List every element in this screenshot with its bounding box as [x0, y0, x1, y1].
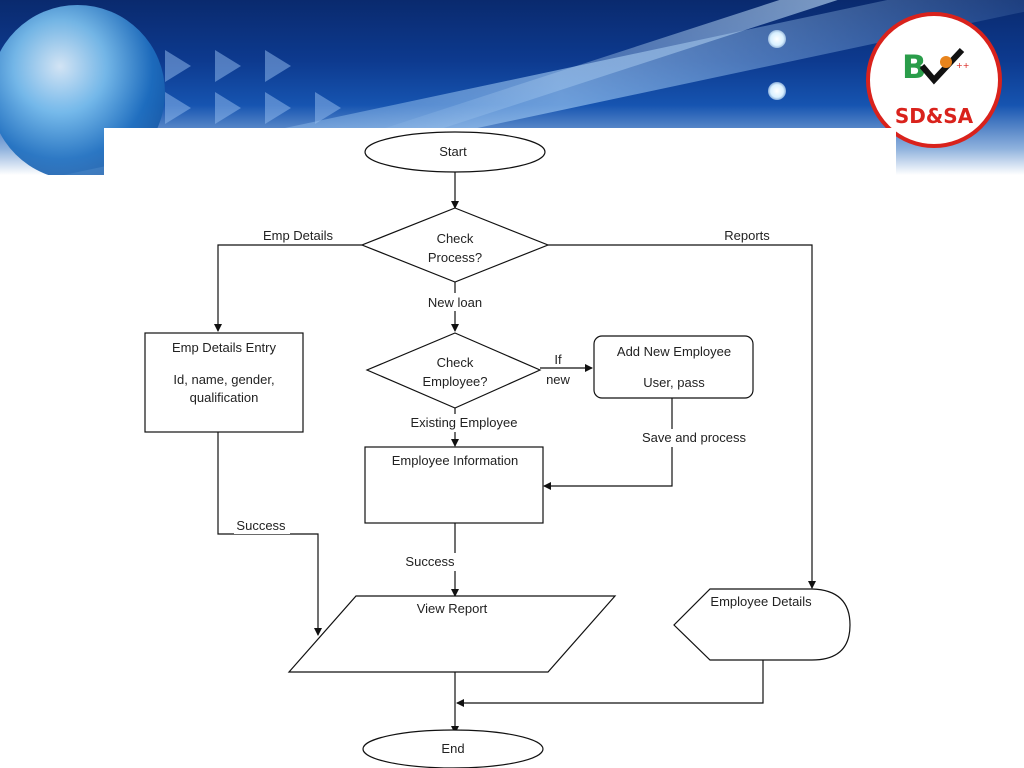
edge-save-and-process: [543, 398, 673, 490]
add-new-employee-body: User, pass: [643, 375, 705, 390]
edge-label-new-loan: New loan: [428, 295, 482, 310]
logo-text: SD&SA: [894, 104, 974, 128]
add-new-employee-title: Add New Employee: [617, 344, 731, 359]
arrow-graphic: [165, 50, 191, 82]
emp-details-entry-line2: qualification: [190, 390, 259, 405]
employee-details-display: [673, 588, 851, 661]
arrow-graphic: [265, 50, 291, 82]
check-employee-line2: Employee?: [422, 374, 487, 389]
light-dot: [768, 30, 786, 48]
arrow-graphic: [215, 92, 241, 124]
edge-label-if: If: [554, 352, 562, 367]
arrow-graphic: [315, 92, 341, 124]
edge-emp-details: [214, 244, 362, 332]
edge-label-new: new: [546, 372, 570, 387]
view-report-label: View Report: [417, 601, 488, 616]
arrow-graphic: [265, 92, 291, 124]
edge-label-success-left: Success: [236, 518, 286, 533]
employee-details-label: Employee Details: [710, 594, 812, 609]
label-mask: [234, 517, 290, 534]
edge-label-success-center: Success: [405, 554, 455, 569]
employee-information-box: [364, 446, 544, 524]
arrow-graphic: [215, 50, 241, 82]
check-process-line2: Process?: [428, 250, 482, 265]
arrow-graphic: [165, 92, 191, 124]
end-terminal: [362, 729, 544, 768]
view-report-io: [287, 595, 617, 673]
emp-details-entry-box: [144, 332, 304, 433]
start-label: Start: [439, 144, 467, 159]
check-process-decision: [360, 207, 550, 283]
label-mask: [400, 553, 460, 571]
emp-details-entry-title: Emp Details Entry: [172, 340, 277, 355]
edge-employee-details-to-end: [456, 660, 764, 707]
edge-label-reports: Reports: [724, 228, 770, 243]
add-new-employee-box: [593, 335, 754, 399]
edge-label-emp-details: Emp Details: [263, 228, 334, 243]
end-label: End: [441, 741, 464, 756]
sdsa-logo: B ++ SD&SA: [866, 12, 1002, 148]
edge-label-existing-employee: Existing Employee: [411, 415, 518, 430]
check-employee-line1: Check: [437, 355, 474, 370]
edge-reports: [548, 244, 816, 589]
emp-details-entry-line1: Id, name, gender,: [173, 372, 274, 387]
svg-text:++: ++: [956, 61, 969, 70]
light-dot: [768, 82, 786, 100]
label-mask: [420, 293, 490, 311]
check-employee-decision: [365, 332, 542, 409]
check-process-line1: Check: [437, 231, 474, 246]
label-mask: [405, 414, 525, 432]
employee-information-label: Employee Information: [392, 453, 518, 468]
logo-mark-icon: B ++: [902, 47, 969, 86]
edge-label-save-and-process: Save and process: [642, 430, 747, 445]
start-terminal: [364, 131, 546, 173]
label-mask: [640, 429, 750, 447]
